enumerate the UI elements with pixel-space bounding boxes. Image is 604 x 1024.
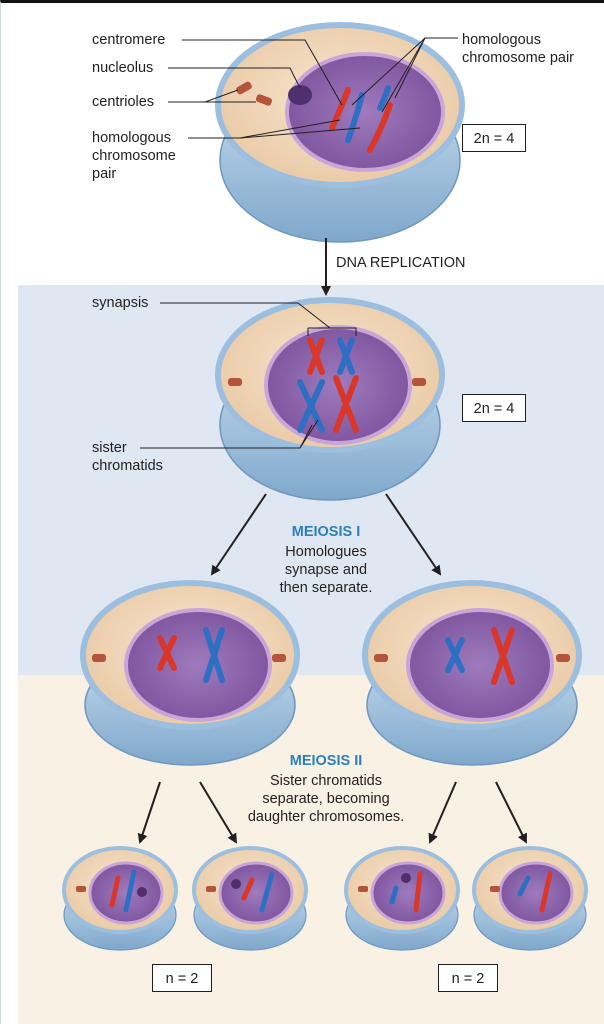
gamete-cell-2	[192, 846, 308, 951]
meiosis-1-arrow-left	[210, 493, 267, 576]
label-homologous-pair-right: homologous chromosome pair	[462, 32, 575, 66]
gamete-cell-4	[472, 846, 588, 951]
meiosis-1-title: MEIOSIS I	[291, 524, 361, 540]
nucleolus-icon	[288, 85, 312, 105]
parent-leader-lines	[168, 37, 458, 139]
label-centrioles: centrioles	[92, 94, 155, 110]
centrioles-icon	[236, 81, 273, 106]
meiosis-2-title: MEIOSIS II	[289, 753, 363, 769]
meiosis-1-description: Homologues synapse and then separate.	[279, 544, 373, 596]
label-nucleolus: nucleolus	[92, 60, 154, 76]
meiosis-1-cell-right	[362, 580, 582, 766]
gamete-cell-1	[62, 846, 178, 951]
tetrads	[297, 337, 359, 433]
replicated-cell	[215, 297, 445, 501]
ploidy-daughters-right: n = 2	[438, 964, 498, 992]
replicated-leader-lines	[140, 302, 357, 449]
meiosis-1-cell-left	[80, 580, 300, 766]
ploidy-parent: 2n = 4	[462, 124, 526, 152]
meiosis-2-arrow-3	[428, 781, 457, 844]
meiosis-2-description: Sister chromatids separate, becoming dau…	[247, 773, 405, 825]
meiosis-2-arrow-4	[495, 781, 527, 844]
ploidy-replicated: 2n = 4	[462, 394, 526, 422]
label-synapsis: synapsis	[92, 295, 149, 311]
meiosis-2-arrow-2	[199, 781, 238, 844]
label-dna-replication: DNA REPLICATION	[336, 255, 466, 271]
meiosis-2-arrow-1	[137, 781, 161, 844]
gamete-cell-3	[344, 846, 460, 951]
label-sister-chromatids: sister chromatids	[92, 440, 163, 474]
ploidy-daughters-left: n = 2	[152, 964, 212, 992]
label-centromere: centromere	[92, 32, 166, 48]
meiosis-1-arrow-right	[385, 493, 442, 576]
parent-chromosomes	[329, 85, 393, 153]
parent-cell	[215, 22, 465, 243]
label-homologous-pair-left: homologous chromosome pair	[92, 130, 176, 182]
